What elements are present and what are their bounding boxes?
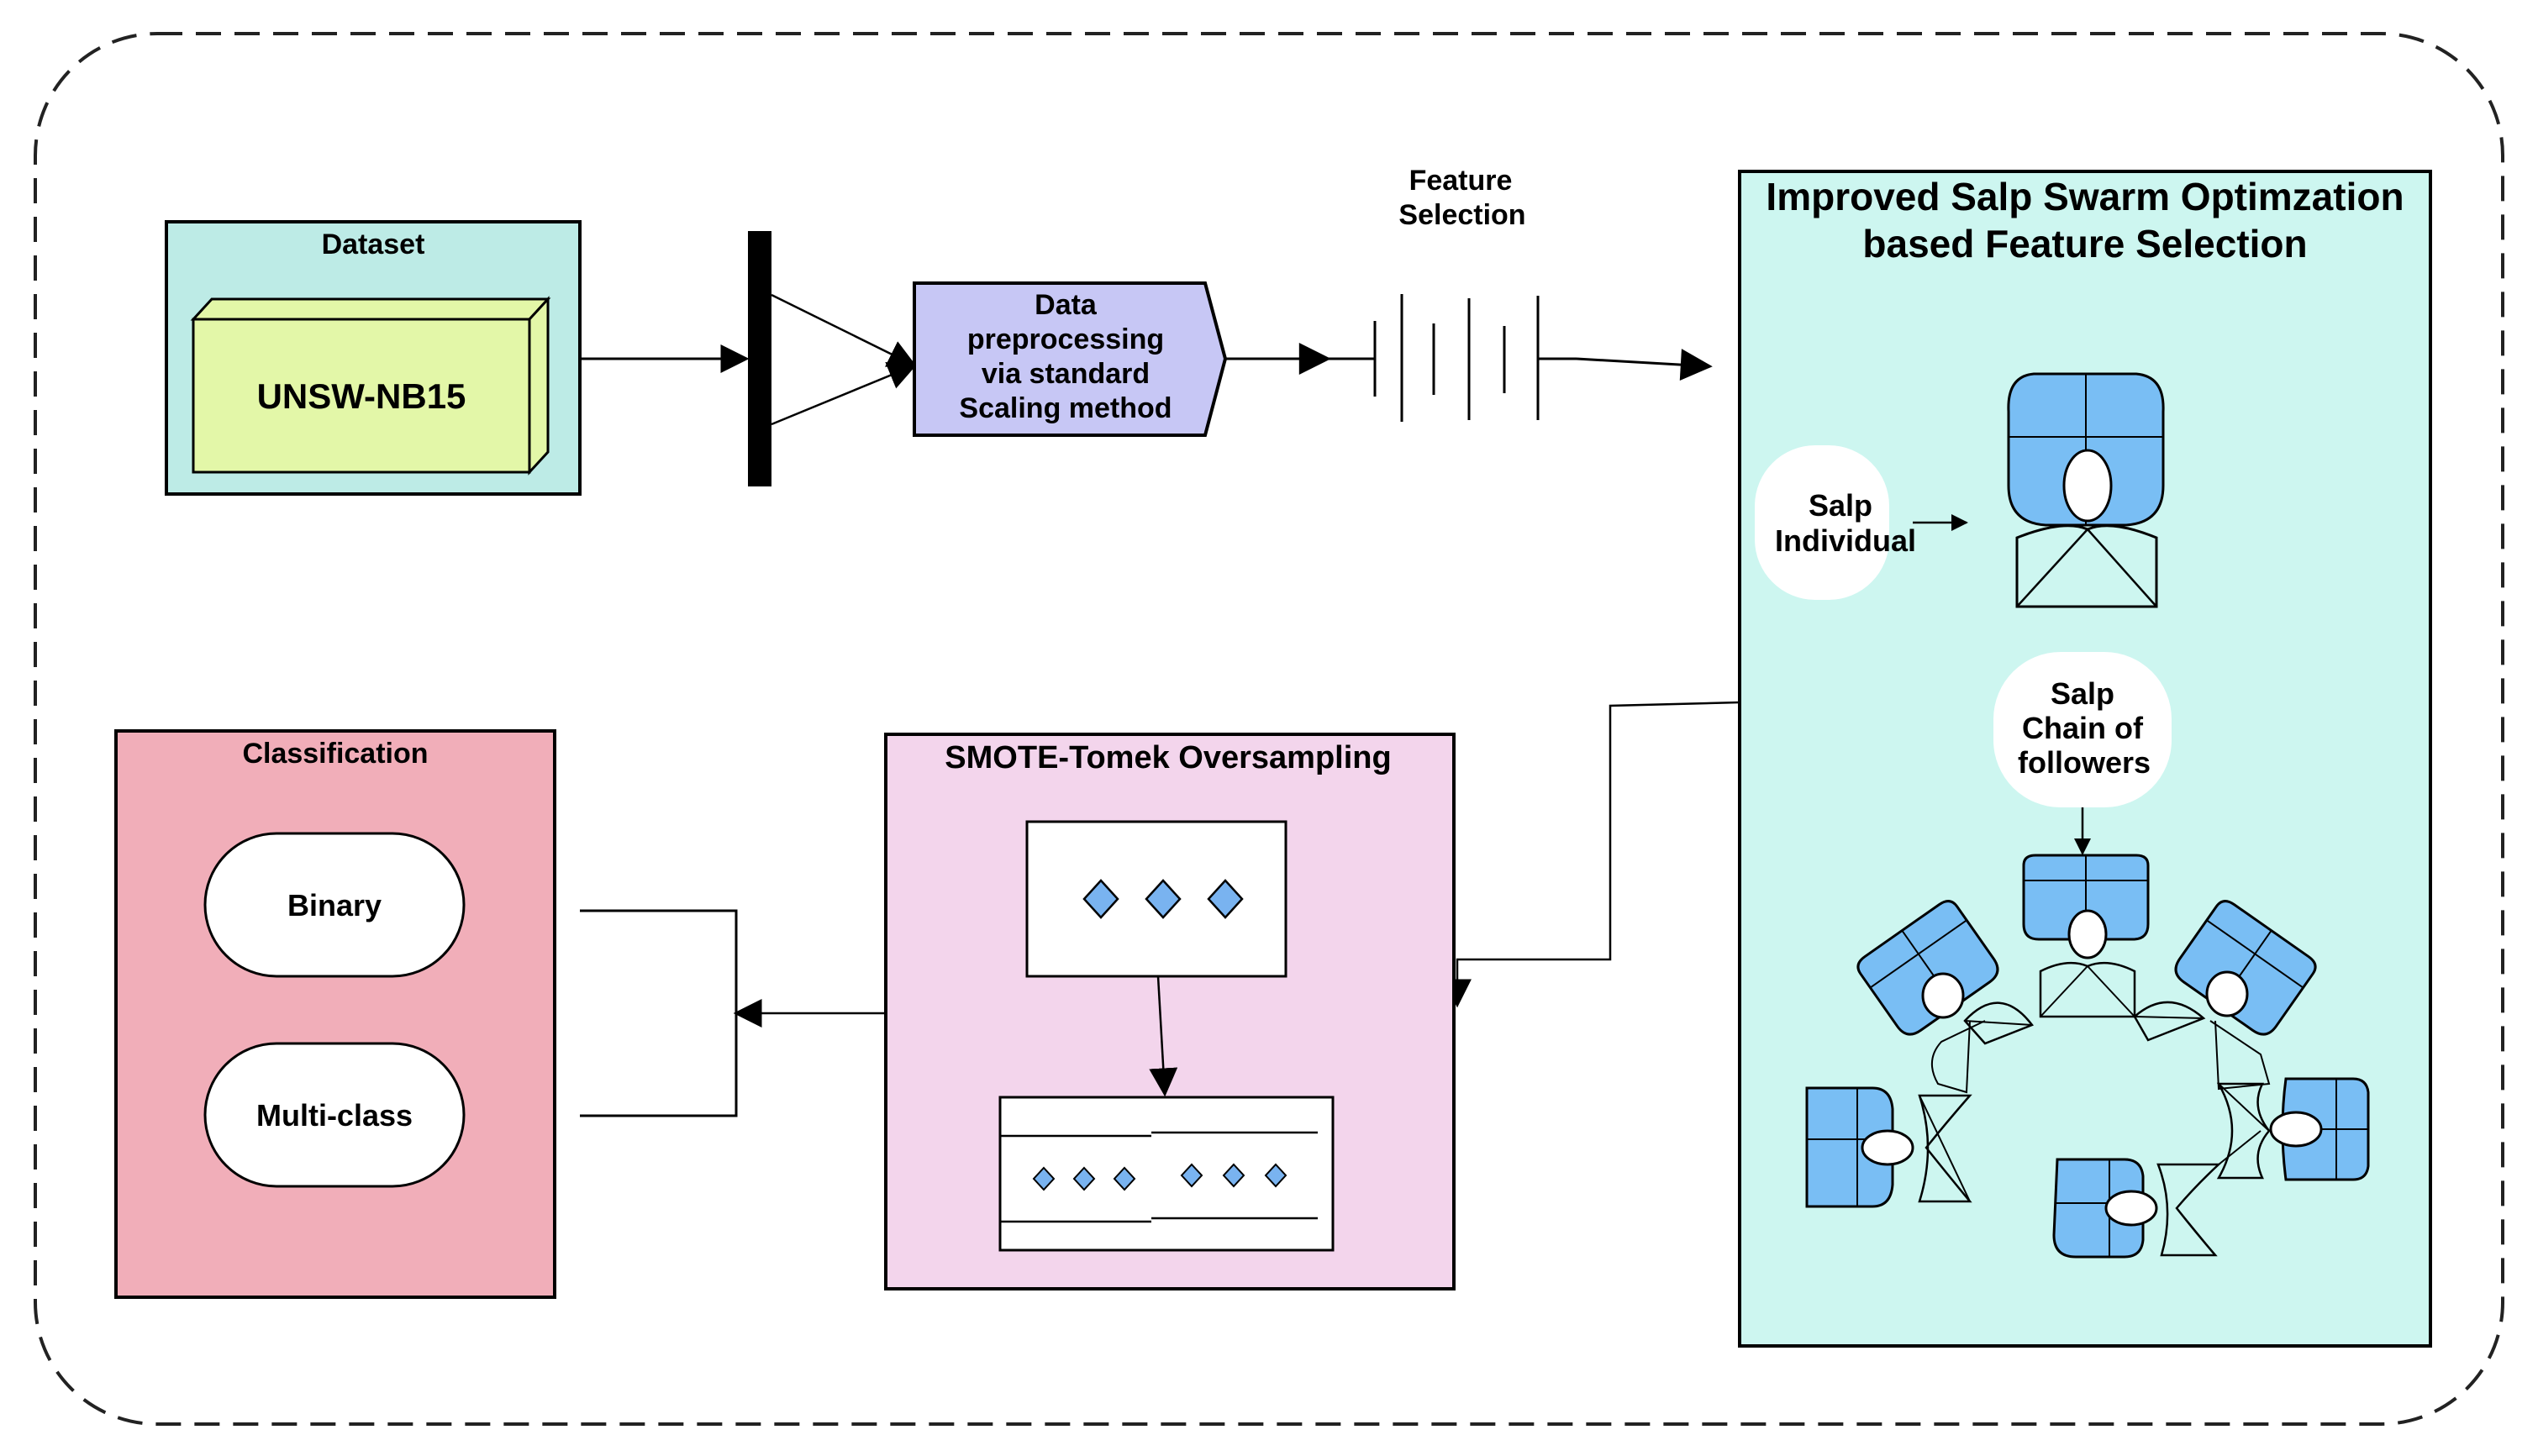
feature-selection-line-1: Feature <box>1409 165 1513 197</box>
diamond-icon <box>1264 1163 1287 1188</box>
smote-block: SMOTE-Tomek Oversampling <box>884 733 1456 1290</box>
diamond-icon <box>1145 879 1182 919</box>
outer-frame <box>34 32 2504 1426</box>
dataset-title: Dataset <box>322 229 425 260</box>
diamond-icon <box>1072 1166 1096 1191</box>
salp-chain-line-1: Salp <box>2051 676 2114 711</box>
issa-title-line-1: Improved Salp Swarm Optimzation <box>1766 175 2404 218</box>
issa-title-line-2: based Feature Selection <box>1862 222 2307 265</box>
dataset-cube: UNSW-NB15 <box>190 296 551 476</box>
feature-selection-symbol: Feature Selection <box>1328 165 1577 422</box>
binary-pill <box>203 832 466 978</box>
dataset-name: UNSW-NB15 <box>257 376 466 416</box>
preprocessing-line-4: Scaling method <box>959 392 1172 424</box>
preprocessing-line-2: preprocessing <box>967 323 1164 355</box>
salp-chain-line-3: followers <box>2018 745 2151 780</box>
preprocessing-line-3: via standard <box>982 358 1150 390</box>
diamond-icon <box>1222 1163 1245 1188</box>
salp-chain-icon <box>1805 854 2370 1259</box>
diamond-icon <box>1180 1163 1203 1188</box>
class-bracket <box>580 909 738 1117</box>
salp-chain-bubble <box>1993 652 2172 807</box>
diamond-icon <box>1082 879 1119 919</box>
diamond-icon <box>1207 879 1244 919</box>
fan-line-top <box>771 293 918 367</box>
salp-chain-line-2: Chain of <box>2022 711 2144 745</box>
connector-issa-to-smote <box>1443 701 1740 1008</box>
preprocessing-block: Data preprocessing via standard Scaling … <box>913 281 1228 437</box>
multiclass-label: Multi-class <box>256 1098 413 1133</box>
diamond-icon <box>1113 1166 1136 1191</box>
smote-title: SMOTE-Tomek Oversampling <box>945 740 1391 775</box>
arrow-smote-internal <box>1149 975 1178 1097</box>
split-bar <box>748 231 771 486</box>
binary-label: Binary <box>287 888 382 922</box>
preprocessing-line-1: Data <box>1035 289 1098 321</box>
issa-panel: Improved Salp Swarm Optimzation based Fe… <box>1738 170 2432 1348</box>
fan-line-bottom <box>771 361 918 426</box>
feature-selection-line-2: Selection <box>1398 199 1525 231</box>
classification-block: Classification Binary Multi-class <box>114 729 556 1299</box>
salp-individual-line-2: Individual <box>1775 523 1916 558</box>
multiclass-pill <box>203 1042 466 1188</box>
classification-title: Classification <box>242 738 428 770</box>
arrow-fs-to-issa <box>1576 349 1713 381</box>
salp-individual-bubble <box>1755 445 1889 600</box>
diamond-icon <box>1032 1166 1056 1191</box>
salp-individual-line-1: Salp <box>1809 488 1872 523</box>
salp-individual-icon <box>2007 372 2165 608</box>
dataset-block: Dataset UNSW-NB15 <box>165 220 582 496</box>
